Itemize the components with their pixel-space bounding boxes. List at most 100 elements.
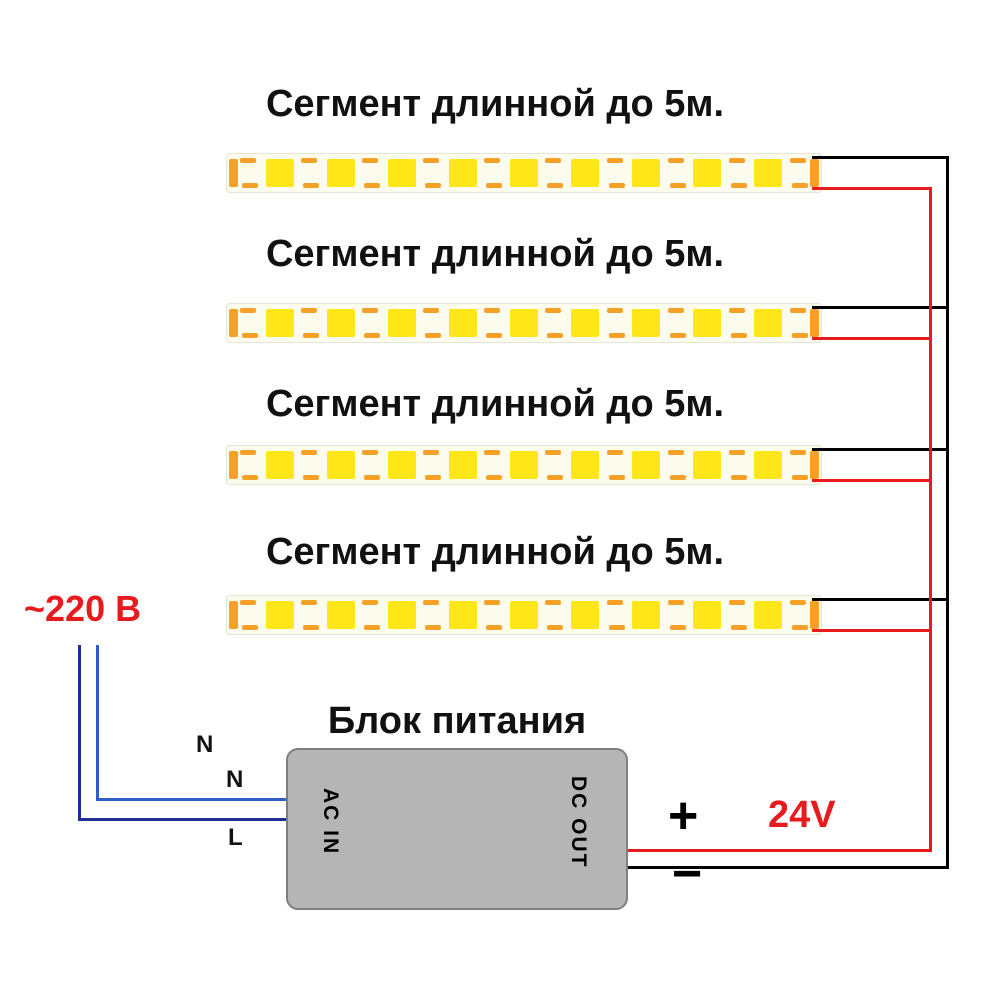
mains-voltage-label: ~220 В: [24, 588, 142, 629]
solder-dash-icon: [789, 600, 806, 605]
segment-title-3: Сегмент длинной до 5м.: [265, 383, 725, 425]
solder-dash-icon: [545, 450, 562, 455]
solder-dash-icon: [423, 450, 440, 455]
solder-dash-icon: [484, 450, 501, 455]
solder-dash-icon: [545, 600, 562, 605]
wire-red-segment-3: [812, 479, 932, 482]
solder-dash-pair: [423, 446, 442, 484]
solder-dash-icon: [425, 333, 442, 338]
solder-dash-pair: [606, 304, 625, 342]
solder-dash-pair: [301, 446, 320, 484]
led-chip: [387, 451, 416, 479]
solder-dash-icon: [728, 158, 745, 163]
led-strip-3: [226, 445, 822, 485]
solder-dash-icon: [486, 333, 503, 338]
solder-dash-icon: [303, 475, 320, 480]
solder-dash-icon: [242, 475, 258, 480]
led-chip: [571, 451, 600, 479]
solder-dash-icon: [484, 158, 501, 163]
wire-red-segment-2: [812, 337, 932, 340]
solder-dash-icon: [667, 308, 684, 313]
solder-pad-right: [810, 601, 819, 629]
solder-dash-icon: [606, 158, 623, 163]
solder-dash-icon: [240, 308, 256, 313]
solder-dash-pair: [301, 596, 320, 634]
solder-dash-icon: [547, 475, 564, 480]
segment-title-4: Сегмент длинной до 5м.: [265, 531, 725, 573]
led-chip: [326, 309, 355, 337]
solder-dash-icon: [730, 625, 747, 630]
led-chip: [265, 601, 294, 629]
solder-dash-icon: [423, 158, 440, 163]
solder-dash-icon: [301, 600, 318, 605]
solder-dash-icon: [425, 183, 442, 188]
solder-dash-pair: [484, 596, 503, 634]
led-chip: [754, 309, 783, 337]
led-strip-cells: [240, 304, 808, 342]
solder-dash-icon: [791, 183, 808, 188]
led-chip: [632, 309, 661, 337]
solder-dash-pair: [606, 596, 625, 634]
led-chip: [509, 451, 538, 479]
wire-blue-ac-vertical: [96, 645, 99, 801]
solder-pad-left: [229, 309, 238, 337]
line-label: L: [228, 824, 243, 851]
led-chip: [509, 309, 538, 337]
solder-pad-right: [810, 451, 819, 479]
neutral-label-top: N: [196, 731, 214, 758]
led-chip: [693, 601, 722, 629]
solder-dash-pair: [667, 596, 686, 634]
solder-dash-icon: [728, 600, 745, 605]
led-strip-1: [226, 153, 822, 193]
solder-dash-pair: [789, 446, 808, 484]
solder-dash-icon: [669, 333, 686, 338]
led-chip: [448, 451, 477, 479]
wire-black-segment-1: [812, 156, 949, 159]
solder-dash-icon: [301, 308, 318, 313]
led-chip: [754, 451, 783, 479]
solder-dash-pair: [484, 304, 503, 342]
solder-dash-icon: [606, 600, 623, 605]
led-chip: [632, 159, 661, 187]
solder-dash-icon: [242, 333, 258, 338]
led-chip: [693, 451, 722, 479]
solder-dash-icon: [240, 600, 256, 605]
solder-dash-icon: [364, 333, 381, 338]
solder-dash-icon: [364, 475, 381, 480]
solder-pad-right: [810, 309, 819, 337]
wire-black-segment-4: [812, 598, 949, 601]
solder-dash-icon: [730, 475, 747, 480]
led-chip: [326, 451, 355, 479]
solder-dash-icon: [730, 183, 747, 188]
solder-dash-icon: [301, 158, 318, 163]
solder-dash-pair: [728, 304, 747, 342]
solder-dash-pair: [362, 154, 381, 192]
solder-dash-pair: [545, 596, 564, 634]
solder-dash-icon: [425, 625, 442, 630]
led-chip: [448, 309, 477, 337]
led-chip: [509, 601, 538, 629]
led-chip: [387, 309, 416, 337]
solder-dash-icon: [608, 183, 625, 188]
ac-in-label: AC IN: [319, 788, 342, 856]
led-chip: [571, 309, 600, 337]
wire-red-dc-output: [628, 849, 932, 852]
solder-dash-icon: [545, 158, 562, 163]
led-chip: [265, 451, 294, 479]
led-chip: [509, 159, 538, 187]
led-chip: [693, 309, 722, 337]
wire-black-segment-2: [812, 306, 949, 309]
solder-dash-pair: [789, 304, 808, 342]
solder-dash-icon: [608, 475, 625, 480]
solder-dash-icon: [362, 158, 379, 163]
output-voltage-label: 24V: [768, 794, 836, 836]
solder-dash-icon: [606, 450, 623, 455]
solder-dash-icon: [606, 308, 623, 313]
solder-dash-pair: [301, 304, 320, 342]
solder-dash-icon: [667, 600, 684, 605]
power-supply-box: [286, 748, 628, 910]
wire-navy-ac-line: [78, 818, 286, 821]
solder-dash-icon: [364, 183, 381, 188]
solder-dash-icon: [484, 308, 501, 313]
wire-red-segment-1: [812, 187, 932, 190]
